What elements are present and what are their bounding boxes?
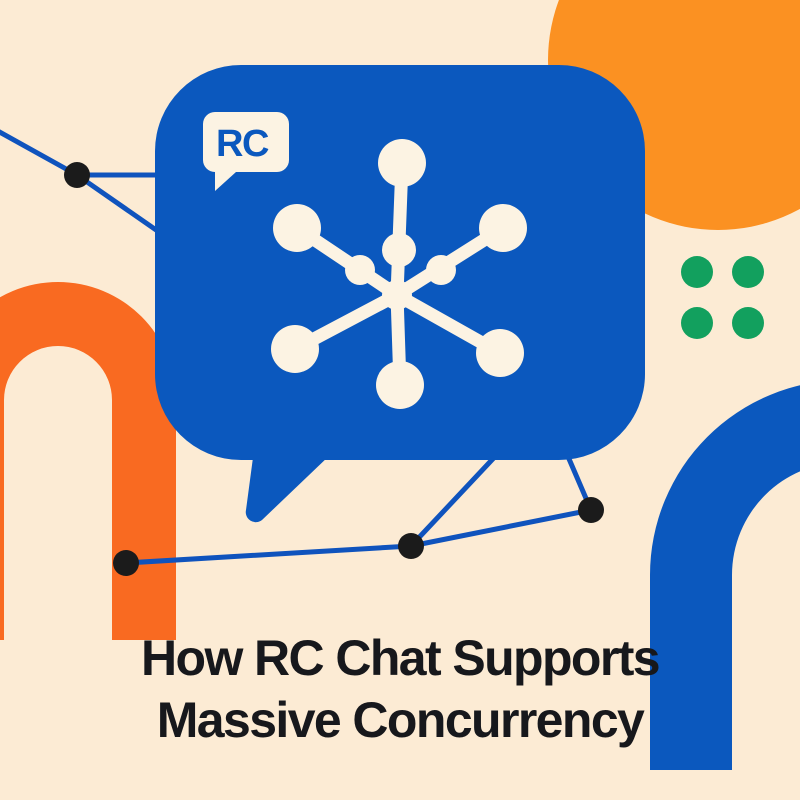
- rc-logo[interactable]: RC: [203, 112, 289, 191]
- network-node: [113, 550, 139, 576]
- green-dot: [681, 256, 713, 288]
- green-dot: [732, 256, 764, 288]
- hub-node-outer: [476, 329, 524, 377]
- hub-node-inner: [382, 233, 416, 267]
- hub-node-outer: [479, 204, 527, 252]
- hub-node-outer: [378, 139, 426, 187]
- orange-arch-shape: [0, 282, 176, 640]
- blue-arc-shape: [650, 385, 800, 770]
- rc-logo-text: RC: [216, 123, 269, 165]
- network-node: [64, 162, 90, 188]
- network-node: [398, 533, 424, 559]
- network-edge: [123, 543, 414, 566]
- hub-node-outer: [273, 204, 321, 252]
- green-dot: [732, 307, 764, 339]
- green-dot: [681, 307, 713, 339]
- hub-network-graphic: [271, 139, 527, 409]
- hub-node-outer: [271, 325, 319, 373]
- rc-logo-bubble-shape: [203, 112, 289, 191]
- hub-outer-nodes: [271, 139, 527, 409]
- hub-node-center: [382, 280, 412, 310]
- hub-node-inner: [345, 255, 375, 285]
- network-node: [578, 497, 604, 523]
- hub-node-inner: [426, 255, 456, 285]
- hub-inner-nodes: [345, 233, 456, 285]
- green-dot-grid: [681, 256, 764, 339]
- hub-node-outer: [376, 361, 424, 409]
- network-edge: [408, 507, 594, 549]
- background-network-nodes: [64, 162, 604, 576]
- network-edge: [0, 129, 80, 178]
